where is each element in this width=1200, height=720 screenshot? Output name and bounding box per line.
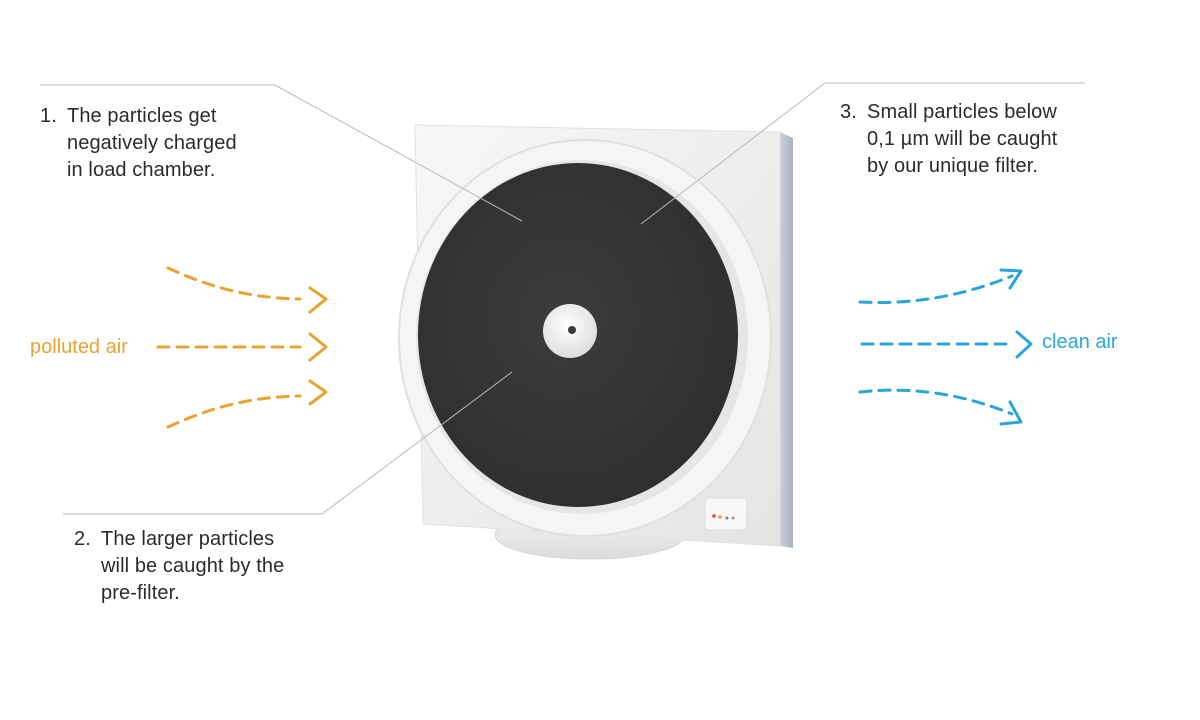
hub-pin-icon <box>568 326 576 334</box>
callout-step-3: 3. Small particles below 0,1 µm will be … <box>840 99 1057 180</box>
callout-text: The larger particles will be caught by t… <box>74 526 284 607</box>
callout-line: negatively charged <box>67 132 237 154</box>
callout-line: by our unique filter. <box>867 155 1039 177</box>
arrow-right-icon <box>166 266 328 314</box>
arrow-right-icon <box>156 332 328 362</box>
callout-line: pre-filter. <box>101 582 180 604</box>
polluted-air-arrows <box>156 266 328 429</box>
led-grey-icon <box>731 516 735 520</box>
clean-air-arrows <box>858 268 1033 426</box>
control-panel <box>704 497 748 531</box>
callout-step-2: 2. The larger particles will be caught b… <box>74 526 284 607</box>
led-amber-icon <box>718 515 722 519</box>
status-led-icon <box>712 514 735 520</box>
leader-line-2 <box>63 371 513 515</box>
device-side-panel <box>780 132 793 548</box>
led-red-icon <box>712 514 716 518</box>
callout-number: 3. <box>840 101 857 123</box>
clean-air-label: clean air <box>1042 331 1118 353</box>
callout-line: Small particles below <box>867 101 1057 123</box>
callout-line: will be caught by the <box>101 555 285 577</box>
air-purifier-device <box>398 124 793 560</box>
callout-step-1: 1. The particles get negatively charged … <box>40 103 237 184</box>
arrow-right-icon <box>858 388 1023 426</box>
callout-line: 0,1 µm will be caught <box>867 128 1058 150</box>
leader-line-1 <box>40 84 523 222</box>
callout-line: The particles get <box>67 105 217 127</box>
callout-text: The particles get negatively charged in … <box>40 103 237 184</box>
callout-text: Small particles below 0,1 µm will be cau… <box>840 99 1057 180</box>
callout-line: The larger particles <box>101 528 275 550</box>
arrow-right-icon <box>860 330 1033 359</box>
callout-line: in load chamber. <box>67 159 216 181</box>
arrow-right-icon <box>166 379 328 429</box>
leader-lines <box>40 82 1085 515</box>
arrow-right-icon <box>858 268 1023 304</box>
led-grey-icon <box>725 516 729 520</box>
callout-number: 2. <box>74 528 91 550</box>
polluted-air-label: polluted air <box>30 336 128 358</box>
leader-line-3 <box>640 82 1085 225</box>
callout-number: 1. <box>40 105 57 127</box>
